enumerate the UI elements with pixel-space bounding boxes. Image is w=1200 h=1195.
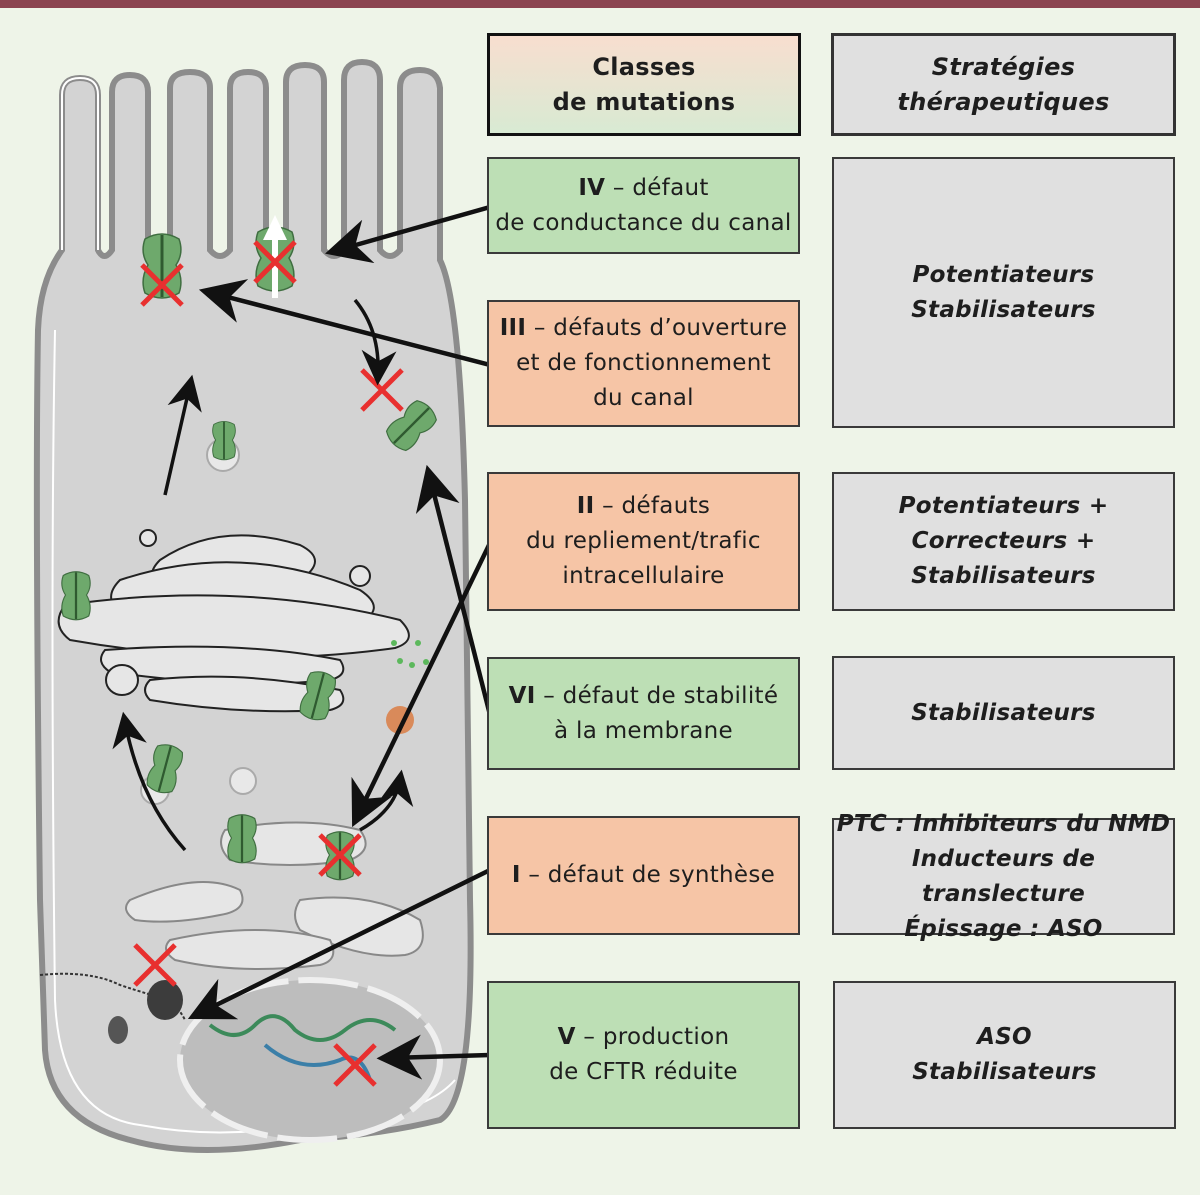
strategy-box-potentiators-stabilizers: Potentiateurs Stabilisateurs	[832, 157, 1175, 428]
class-numeral: V	[557, 1024, 576, 1050]
strategy-label: Stabilisateurs	[912, 1059, 1097, 1085]
strategy-label: Correcteurs +	[911, 528, 1096, 554]
class-numeral: VI	[508, 682, 536, 709]
golgi-apparatus	[57, 529, 410, 713]
class-label: intracellulaire	[562, 563, 725, 589]
top-bar	[0, 0, 1200, 8]
strategy-box-stabilizers: Stabilisateurs	[832, 656, 1175, 770]
class-ii-box: II – défauts du repliement/trafic intrac…	[487, 472, 800, 611]
arrow-class-vi	[415, 464, 490, 716]
header-classes-line: Classes	[592, 52, 696, 81]
header-strategies-line: Stratégies	[931, 52, 1076, 81]
class-numeral: II	[576, 493, 595, 519]
strategy-box-aso-stabilizers: ASO Stabilisateurs	[833, 981, 1176, 1129]
class-label: – défaut	[612, 174, 709, 201]
strategy-label: Stabilisateurs	[911, 296, 1096, 323]
class-label: du canal	[593, 385, 694, 411]
strategy-box-potentiators-correctors-stabilizers: Potentiateurs + Correcteurs + Stabilisat…	[832, 472, 1175, 611]
arrow-class-iv	[325, 204, 490, 264]
class-vi-box: VI – défaut de stabilité à la membrane	[487, 657, 800, 770]
cell-illustration	[33, 58, 490, 1153]
class-label: – défauts	[602, 493, 711, 519]
class-numeral: IV	[578, 174, 606, 201]
strategy-label: Stabilisateurs	[911, 563, 1096, 589]
strategy-label: PTC : Inhibiteurs du NMD	[836, 810, 1171, 837]
arrow-class-iii	[198, 279, 490, 368]
class-label: – défaut de synthèse	[528, 862, 776, 888]
class-label: du repliement/trafic	[526, 528, 761, 554]
strategy-box-ptc-splicing: PTC : Inhibiteurs du NMD Inducteurs de t…	[832, 811, 1175, 942]
arrow-class-i	[187, 867, 490, 1020]
class-label: de CFTR réduite	[549, 1059, 738, 1085]
class-iii-box: III – défauts d’ouverture et de fonction…	[487, 300, 800, 427]
class-numeral: III	[499, 315, 527, 341]
header-classes-line: de mutations	[552, 87, 736, 116]
cftr-channel	[226, 813, 258, 864]
cftr-channel	[60, 570, 92, 621]
class-label: et de fonctionnement	[516, 350, 771, 376]
header-strategies-line: thérapeutiques	[897, 87, 1110, 116]
class-numeral: I	[511, 862, 521, 888]
class-i-box: I – défaut de synthèse	[487, 816, 800, 935]
strategy-label: Inducteurs de translecture	[911, 845, 1096, 907]
class-v-box: V – production de CFTR réduite	[487, 981, 800, 1129]
class-label: – défaut de stabilité	[543, 682, 779, 709]
dna-helix	[208, 1014, 397, 1042]
header-classes: Classes de mutations	[487, 33, 801, 136]
cftr-channel	[211, 420, 237, 461]
class-iv-box: IV – défaut de conductance du canal	[487, 157, 800, 254]
strategy-label: Stabilisateurs	[911, 699, 1096, 726]
strategy-label: Potentiateurs +	[898, 493, 1109, 519]
header-strategies: Stratégies thérapeutiques	[831, 33, 1176, 136]
class-label: à la membrane	[554, 717, 733, 744]
class-label: – production	[583, 1024, 730, 1050]
class-label: – défauts d’ouverture	[533, 315, 788, 341]
strategy-label: ASO	[977, 1024, 1032, 1050]
class-label: de conductance du canal	[495, 209, 792, 236]
strategy-label: Potentiateurs	[912, 261, 1095, 288]
arrow-class-v	[376, 1034, 490, 1080]
strategy-label: Épissage : ASO	[904, 915, 1103, 942]
arrow-class-ii	[351, 542, 490, 828]
ribosome	[147, 980, 183, 1020]
